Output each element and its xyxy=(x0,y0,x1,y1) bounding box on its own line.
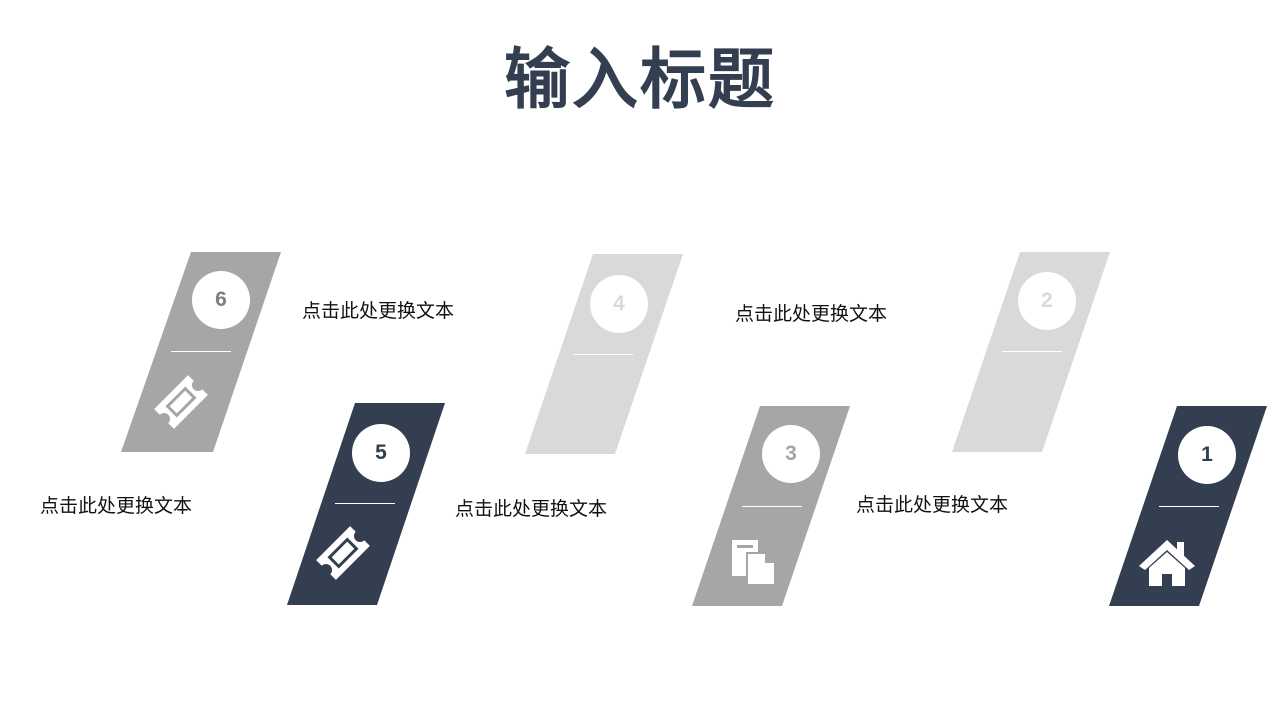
step-card-5: 5 xyxy=(287,403,447,605)
step-number-6: 6 xyxy=(192,271,250,329)
step-number-5: 5 xyxy=(352,424,410,482)
slide-title[interactable]: 输入标题 xyxy=(504,41,776,118)
step-card-4: 4 xyxy=(525,254,685,454)
step-divider-1 xyxy=(1159,506,1219,507)
text-block-bottom-middle[interactable]: 点击此处更换文本 xyxy=(455,498,608,520)
step-number-3: 3 xyxy=(762,425,820,483)
home-icon xyxy=(1139,540,1195,586)
step-divider-2 xyxy=(1002,351,1062,352)
text-block-top-middle[interactable]: 点击此处更换文本 xyxy=(735,303,888,325)
step-card-6: 6 xyxy=(121,252,281,452)
step-number-4: 4 xyxy=(590,275,648,333)
step-number-1: 1 xyxy=(1178,426,1236,484)
text-block-bottom-left[interactable]: 点击此处更换文本 xyxy=(40,495,193,517)
text-block-top-left[interactable]: 点击此处更换文本 xyxy=(302,300,455,322)
step-card-3: 3 xyxy=(692,406,852,606)
ticket-icon xyxy=(154,375,208,429)
step-number-2: 2 xyxy=(1018,272,1076,330)
step-card-1: 1 xyxy=(1109,406,1269,606)
step-divider-4 xyxy=(573,354,633,355)
step-divider-5 xyxy=(335,503,395,504)
ticket-icon xyxy=(316,526,370,580)
document-icon xyxy=(732,540,776,586)
step-card-2: 2 xyxy=(952,252,1112,452)
step-divider-3 xyxy=(742,506,802,507)
text-block-bottom-right[interactable]: 点击此处更换文本 xyxy=(856,494,1009,516)
step-divider-6 xyxy=(171,351,231,352)
